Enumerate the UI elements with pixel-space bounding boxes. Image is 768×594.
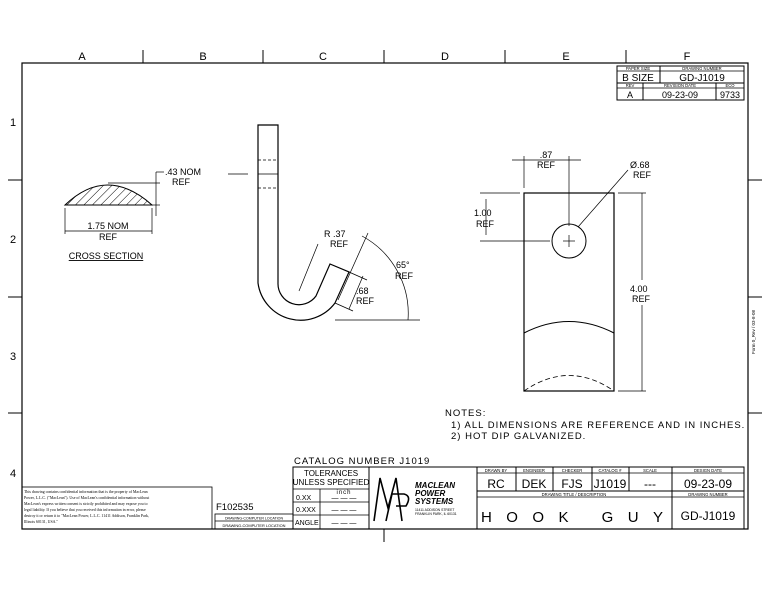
confidential-line: destroy it or return it to "MacLean Powe… xyxy=(24,514,149,519)
cross-section-width-ref: REF xyxy=(99,232,118,242)
confidential-line: MacLean's express written consent is str… xyxy=(24,502,148,506)
tolerance-block: TOLERANCES UNLESS SPECIFIED inch 0.XX — … xyxy=(292,466,370,530)
hook-leg-dim: .68 xyxy=(356,286,369,296)
hole-offset-ref: REF xyxy=(537,160,556,170)
hole-height-ref: REF xyxy=(476,219,495,229)
hook-angle-dim: 65° xyxy=(396,260,410,270)
hook-radius-dim: R .37 xyxy=(324,229,346,239)
tolerance-title: TOLERANCES xyxy=(304,469,358,478)
tolerance-row-value: — — — xyxy=(332,507,357,514)
location-code: F102535 xyxy=(216,502,254,513)
zone-column-label: D xyxy=(441,51,449,63)
company-name: MACLEAN xyxy=(415,481,455,490)
confidential-line: This drawing contains confidential infor… xyxy=(24,490,148,494)
drawing-title-value: HOOK GUY xyxy=(481,509,667,526)
main-title-block: DRAWN BY ENGINEER CHECKER CATALOG # SCAL… xyxy=(476,466,745,530)
design-date-label: DESIGN DATE xyxy=(694,468,722,473)
scale-value: --- xyxy=(644,477,656,491)
confidential-line: legal liability. If you believe that you… xyxy=(24,508,146,513)
paper-size-label: PAPER SIZE xyxy=(626,66,651,71)
hook-side-view: R .37 REF 65° REF .68 REF xyxy=(228,124,420,321)
tolerance-row-label: 0.XX xyxy=(296,495,312,502)
hole-height-dim: 1.00 xyxy=(474,208,492,218)
form-revision-stamp: Form 0_Rev / 03-8-08 xyxy=(751,310,756,355)
zone-row-label: 2 xyxy=(10,234,16,246)
design-date-value: 09-23-09 xyxy=(684,477,732,491)
catalog-value: J1019 xyxy=(594,477,627,491)
company-name: SYSTEMS xyxy=(415,497,454,506)
confidential-line: Illinois 60131, USA." xyxy=(24,520,58,525)
note-item: 1) ALL DIMENSIONS ARE REFERENCE AND IN I… xyxy=(451,420,745,431)
paper-size-value: B SIZE xyxy=(622,73,654,84)
catalog-number: CATALOG NUMBER J1019 xyxy=(294,456,430,467)
location-label: DRAWING-COMPUTER LOCATION xyxy=(223,523,286,528)
cross-section-height-ref: REF xyxy=(172,177,191,187)
hole-offset-dim: .87 xyxy=(540,150,553,160)
hook-radius-ref: REF xyxy=(330,239,349,249)
revision-date-value: 09-23-09 xyxy=(662,90,698,100)
cross-section-view: .43 NOM REF 1.75 NOM REF CROSS SECTION xyxy=(63,167,201,261)
drawn-by-label: DRAWN BY xyxy=(485,468,508,473)
tolerance-row-label: ANGLE xyxy=(295,520,319,527)
zone-column-label: A xyxy=(78,51,86,63)
engineer-label: ENGINEER xyxy=(523,468,545,473)
zone-row-label: 3 xyxy=(10,351,16,363)
rev-label: REV xyxy=(626,83,635,88)
company-logo-icon xyxy=(373,477,410,522)
checker-value: FJS xyxy=(561,477,582,491)
drawing-title-label: DRAWING TITLE / DESCRIPTION xyxy=(542,492,607,497)
drawing-number-value: GD-J1019 xyxy=(681,509,736,523)
tolerance-row-value: — — — xyxy=(332,495,357,502)
scale-label: SCALE xyxy=(643,468,657,473)
zone-column-label: B xyxy=(199,51,206,63)
zone-column-label: F xyxy=(684,51,691,63)
eco-value: 9733 xyxy=(720,90,740,100)
drawing-location: F102535 DRAWING-COMPUTER LOCATION DRAWIN… xyxy=(214,502,294,530)
tolerance-row-label: 0.XXX xyxy=(296,507,316,514)
rev-value: A xyxy=(627,90,633,100)
hook-angle-ref: REF xyxy=(395,271,414,281)
engineer-value: DEK xyxy=(522,477,547,491)
company-address: 11411 ADDISON STREET xyxy=(415,508,454,512)
length-dim: 4.00 xyxy=(630,284,648,294)
zone-row-label: 4 xyxy=(10,468,16,480)
cross-section-label: CROSS SECTION xyxy=(69,251,144,261)
tolerance-subtitle: UNLESS SPECIFIED xyxy=(293,478,370,487)
revision-block: PAPER SIZE DRAWING NUMBER B SIZE GD-J101… xyxy=(616,65,745,101)
drawn-by-value: RC xyxy=(487,477,505,491)
hook-front-view: .87 REF Ø.68 REF 1.00 REF 4.00 REF xyxy=(474,150,652,392)
drawing-number-label: DRAWING NUMBER xyxy=(682,66,721,71)
hole-diameter-dim: Ø.68 xyxy=(630,160,650,170)
tolerance-row-value: — — — xyxy=(332,520,357,527)
notes: NOTES: 1) ALL DIMENSIONS ARE REFERENCE A… xyxy=(445,408,745,442)
revision-date-label: REVISION DATE xyxy=(664,83,696,88)
eco-label: ECO xyxy=(725,83,735,88)
company-block: MACLEAN POWER SYSTEMS 11411 ADDISON STRE… xyxy=(368,466,478,530)
company-name: POWER xyxy=(415,489,445,498)
zone-row-label: 1 xyxy=(10,117,16,129)
company-address: FRANKLIN PARK, IL 60131 xyxy=(415,512,457,516)
length-ref: REF xyxy=(632,294,651,304)
confidentiality-notice: This drawing contains confidential infor… xyxy=(21,486,213,530)
hole-diameter-ref: REF xyxy=(633,170,652,180)
zone-column-label: C xyxy=(319,51,327,63)
drawing-number-value: GD-J1019 xyxy=(679,73,725,84)
tolerance-unit: inch xyxy=(336,490,351,496)
catalog-label: CATALOG # xyxy=(599,468,623,473)
confidential-line: Power, L.L.C. ("MacLean"). Use of MacLea… xyxy=(24,496,150,501)
drawing-number-label: DRAWING NUMBER xyxy=(688,492,727,497)
cross-section-shape xyxy=(63,184,154,206)
checker-label: CHECKER xyxy=(562,468,582,473)
hook-leg-ref: REF xyxy=(356,296,375,306)
hook-profile xyxy=(257,124,350,321)
location-label: DRAWING-COMPUTER LOCATION xyxy=(225,517,284,521)
zone-column-label: E xyxy=(562,51,569,63)
cross-section-height-dim: .43 NOM xyxy=(165,167,201,177)
notes-heading: NOTES: xyxy=(445,408,486,419)
note-item: 2) HOT DIP GALVANIZED. xyxy=(451,431,586,442)
cross-section-width-dim: 1.75 NOM xyxy=(87,221,128,231)
